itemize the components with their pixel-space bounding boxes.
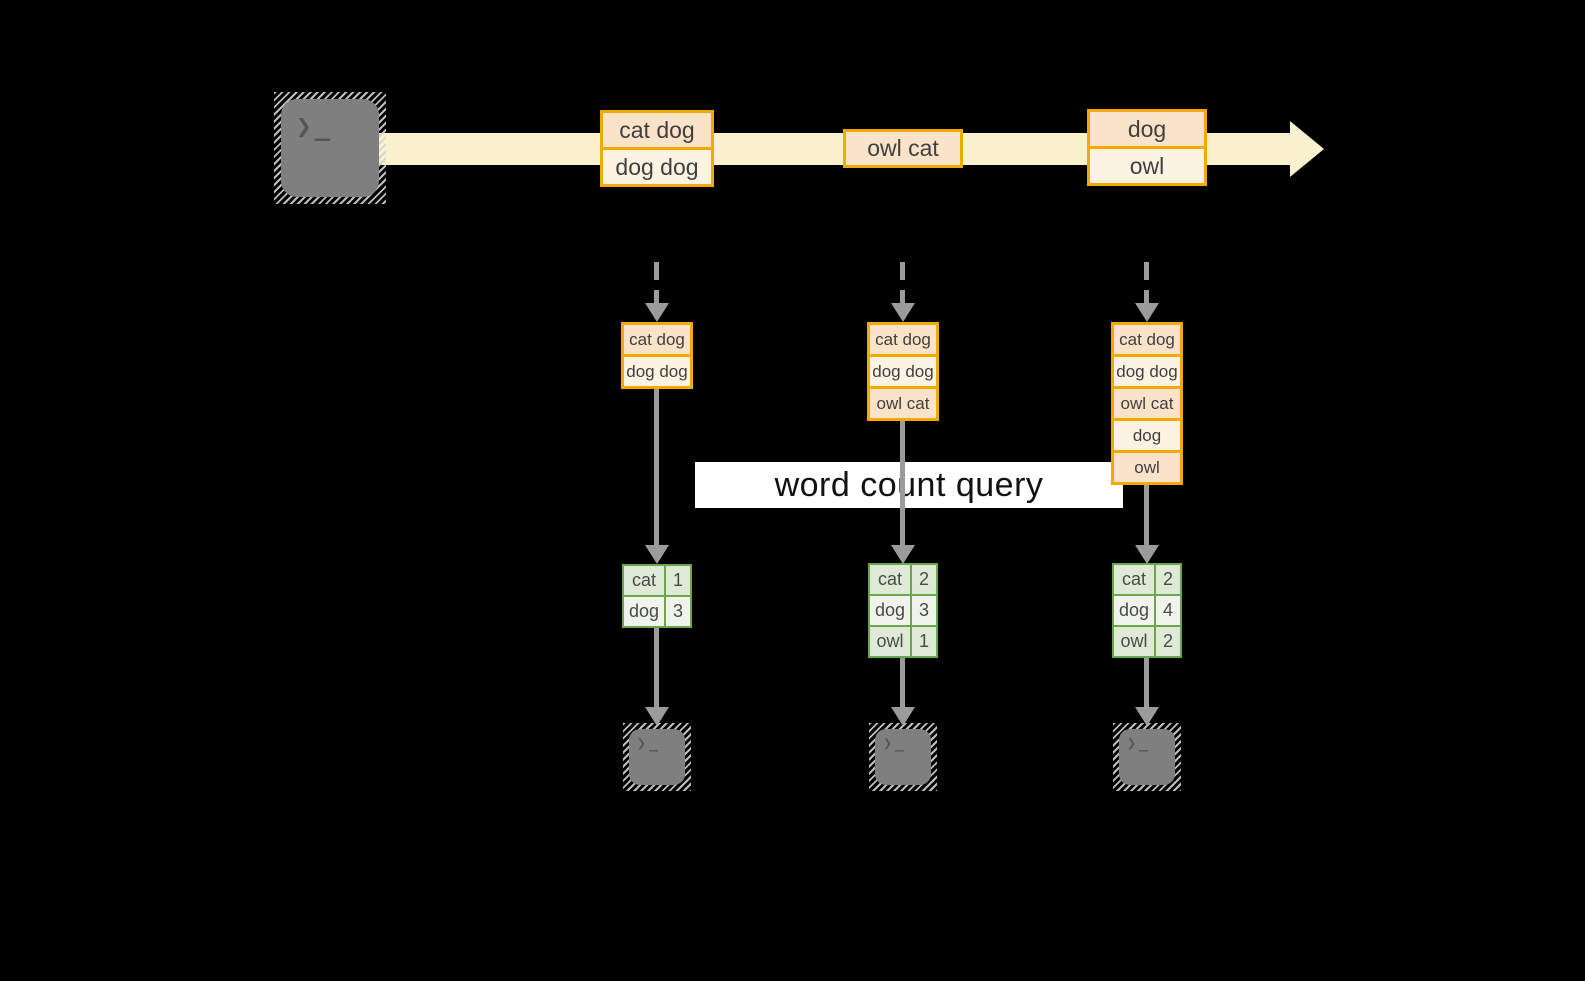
prompt-chevron: ❯ bbox=[1127, 734, 1137, 752]
count-table-3: cat 2 dog 4 owl 2 bbox=[1112, 563, 1182, 658]
word-cell: dog bbox=[624, 597, 664, 626]
count-row: cat 2 bbox=[870, 565, 936, 594]
buffer-cell: owl cat bbox=[1114, 389, 1180, 418]
ingest-arrowhead-1 bbox=[645, 303, 669, 322]
word-cell: dog bbox=[1114, 596, 1154, 625]
word-cell: cat bbox=[624, 566, 664, 595]
prompt-underscore: _ bbox=[314, 112, 331, 142]
event-cell: owl cat bbox=[846, 132, 960, 165]
stream-arrowhead-icon bbox=[1290, 121, 1324, 177]
ingest-arrow-line-2 bbox=[900, 262, 905, 304]
stream-event-3: dog owl bbox=[1087, 109, 1207, 186]
terminal-prompt-icon: ❯_ bbox=[1127, 734, 1148, 752]
prompt-chevron: ❯ bbox=[296, 112, 312, 142]
query-arrow-line-3 bbox=[1144, 485, 1149, 546]
count-cell: 2 bbox=[1156, 565, 1180, 594]
prompt-underscore: _ bbox=[1139, 734, 1149, 752]
query-arrowhead-3 bbox=[1135, 545, 1159, 564]
buffer-cell: cat dog bbox=[870, 325, 936, 354]
sink-arrow-line-1 bbox=[654, 628, 659, 708]
terminal-body bbox=[1119, 729, 1175, 785]
buffer-stack-1: cat dog dog dog bbox=[621, 322, 693, 389]
ingest-arrow-line-3 bbox=[1144, 262, 1149, 304]
event-cell: dog bbox=[1090, 112, 1204, 146]
count-row: owl 1 bbox=[870, 627, 936, 656]
query-arrowhead-1 bbox=[645, 545, 669, 564]
prompt-underscore: _ bbox=[649, 734, 659, 752]
terminal-body bbox=[281, 99, 379, 197]
query-arrow-line-1 bbox=[654, 389, 659, 546]
buffer-stack-2: cat dog dog dog owl cat bbox=[867, 322, 939, 421]
terminal-prompt-icon: ❯_ bbox=[637, 734, 658, 752]
count-cell: 4 bbox=[1156, 596, 1180, 625]
buffer-cell: cat dog bbox=[624, 325, 690, 354]
word-cell: owl bbox=[870, 627, 910, 656]
source-terminal-icon: ❯_ bbox=[274, 92, 386, 204]
count-table-1: cat 1 dog 3 bbox=[622, 564, 692, 628]
terminal-body bbox=[629, 729, 685, 785]
sink-arrow-line-3 bbox=[1144, 658, 1149, 708]
stream-event-1: cat dog dog dog bbox=[600, 110, 714, 187]
buffer-cell: cat dog bbox=[1114, 325, 1180, 354]
count-table-2: cat 2 dog 3 owl 1 bbox=[868, 563, 938, 658]
count-row: dog 3 bbox=[624, 597, 690, 626]
sink-arrowhead-3 bbox=[1135, 707, 1159, 726]
sink-terminal-icon-3: ❯_ bbox=[1113, 723, 1181, 791]
ingest-arrowhead-3 bbox=[1135, 303, 1159, 322]
buffer-cell: dog bbox=[1114, 421, 1180, 450]
count-row: cat 1 bbox=[624, 566, 690, 595]
query-arrow-line-2 bbox=[900, 421, 905, 546]
event-cell: cat dog bbox=[603, 113, 711, 147]
ingest-arrow-line-1 bbox=[654, 262, 659, 304]
buffer-cell: dog dog bbox=[624, 357, 690, 386]
buffer-stack-3: cat dog dog dog owl cat dog owl bbox=[1111, 322, 1183, 485]
buffer-cell: owl cat bbox=[870, 389, 936, 418]
event-cell: dog dog bbox=[603, 150, 711, 184]
count-cell: 3 bbox=[666, 597, 690, 626]
count-row: dog 3 bbox=[870, 596, 936, 625]
count-cell: 1 bbox=[666, 566, 690, 595]
query-arrowhead-2 bbox=[891, 545, 915, 564]
terminal-body bbox=[875, 729, 931, 785]
ingest-arrowhead-2 bbox=[891, 303, 915, 322]
query-banner: word count query bbox=[695, 462, 1123, 508]
sink-terminal-icon-1: ❯_ bbox=[623, 723, 691, 791]
terminal-prompt-icon: ❯_ bbox=[883, 734, 904, 752]
sink-arrowhead-1 bbox=[645, 707, 669, 726]
count-cell: 2 bbox=[1156, 627, 1180, 656]
sink-arrow-line-2 bbox=[900, 658, 905, 708]
count-row: dog 4 bbox=[1114, 596, 1180, 625]
count-cell: 2 bbox=[912, 565, 936, 594]
sink-terminal-icon-2: ❯_ bbox=[869, 723, 937, 791]
event-cell: owl bbox=[1090, 149, 1204, 183]
count-cell: 3 bbox=[912, 596, 936, 625]
prompt-chevron: ❯ bbox=[637, 734, 647, 752]
prompt-chevron: ❯ bbox=[883, 734, 893, 752]
buffer-cell: owl bbox=[1114, 453, 1180, 482]
word-cell: dog bbox=[870, 596, 910, 625]
buffer-cell: dog dog bbox=[1114, 357, 1180, 386]
sink-arrowhead-2 bbox=[891, 707, 915, 726]
buffer-cell: dog dog bbox=[870, 357, 936, 386]
prompt-underscore: _ bbox=[895, 734, 905, 752]
count-row: owl 2 bbox=[1114, 627, 1180, 656]
terminal-prompt-icon: ❯_ bbox=[296, 112, 330, 142]
word-cell: owl bbox=[1114, 627, 1154, 656]
count-row: cat 2 bbox=[1114, 565, 1180, 594]
word-cell: cat bbox=[1114, 565, 1154, 594]
stream-event-2: owl cat bbox=[843, 129, 963, 168]
count-cell: 1 bbox=[912, 627, 936, 656]
word-cell: cat bbox=[870, 565, 910, 594]
